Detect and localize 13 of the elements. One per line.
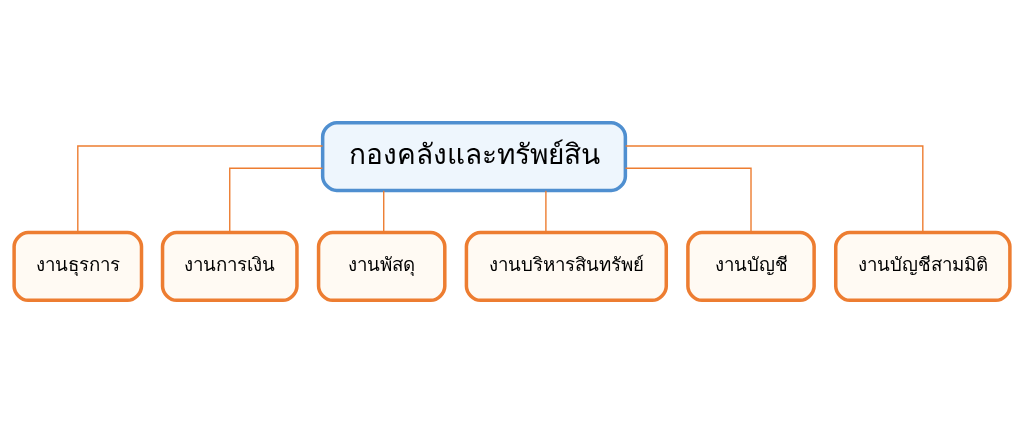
node-box: กองคลังและทรัพย์สิน [320,120,628,192]
node-box: งานบริหารสินทรัพย์ [464,230,669,302]
connector [545,189,547,233]
connector [229,167,324,233]
node-box: งานพัสดุ [316,230,447,302]
connector [77,144,324,233]
connector [624,167,752,233]
node-box: งานการเงิน [160,230,299,302]
node-box: งานธุรการ [12,230,144,302]
node-box: งานบัญชี [686,230,816,302]
node-box: งานบัญชีสามมิติ [834,230,1012,302]
connector [624,144,924,233]
connector [383,189,385,233]
